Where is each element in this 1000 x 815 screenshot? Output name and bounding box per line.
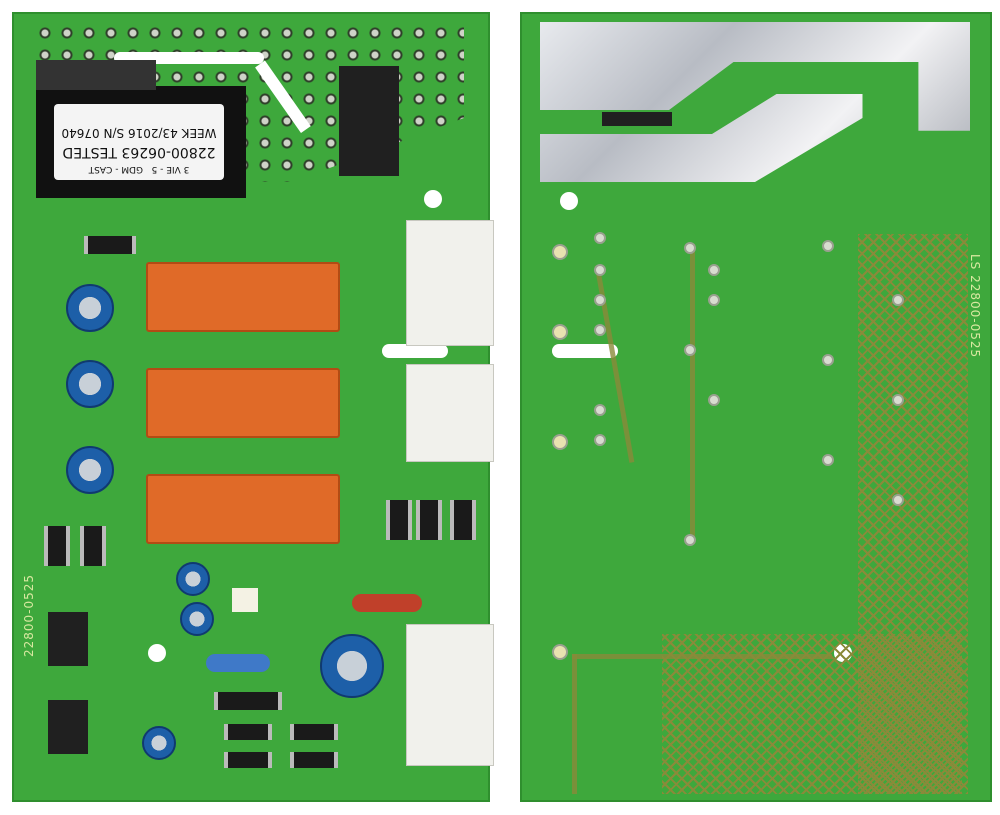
label-line1: 3 VIE - 5 xyxy=(151,164,190,174)
solder-joint xyxy=(594,434,606,446)
diode xyxy=(290,752,338,768)
diode xyxy=(80,526,106,566)
diode xyxy=(224,752,272,768)
solder-joint xyxy=(822,240,834,252)
silkscreen-text: 22800-0525 xyxy=(22,574,36,658)
solder-joint xyxy=(708,394,720,406)
solder-joint xyxy=(892,394,904,406)
solder-joint xyxy=(822,454,834,466)
pcb-slot xyxy=(552,344,618,358)
diode xyxy=(416,500,442,540)
solder-joint xyxy=(708,294,720,306)
relay xyxy=(146,262,340,332)
ic-chip xyxy=(48,612,88,666)
diode xyxy=(224,724,272,740)
solder-pad-area xyxy=(540,22,970,182)
component-black xyxy=(36,60,156,90)
trace xyxy=(690,244,695,544)
label-line1b: GDM - CAST xyxy=(88,164,143,174)
capacitor xyxy=(142,726,176,760)
diode xyxy=(84,236,136,254)
solder-joint xyxy=(684,242,696,254)
resistor xyxy=(206,654,270,672)
solder-joint xyxy=(594,294,606,306)
connector xyxy=(406,220,494,346)
solder-joint xyxy=(684,344,696,356)
solder-joint xyxy=(594,264,606,276)
capacitor xyxy=(66,446,114,494)
connector xyxy=(406,364,494,462)
transformer-block: 3 VIE - 5 GDM - CAST 22800-06263 TESTED … xyxy=(36,86,246,198)
pcb-component-side: 3 VIE - 5 GDM - CAST 22800-06263 TESTED … xyxy=(12,12,494,802)
connector xyxy=(406,624,494,766)
solder-joint xyxy=(552,434,568,450)
diode xyxy=(290,724,338,740)
trace xyxy=(572,654,577,794)
solder-joint xyxy=(892,294,904,306)
solder-joint xyxy=(594,232,606,244)
solder-joint xyxy=(594,404,606,416)
label-line2: 22800-06263 TESTED xyxy=(62,144,216,160)
silkscreen-text: LS 22800-0525 xyxy=(968,254,982,359)
diode xyxy=(450,500,476,540)
solder-joint xyxy=(594,324,606,336)
component-label: 3 VIE - 5 GDM - CAST 22800-06263 TESTED … xyxy=(54,104,224,180)
resistor xyxy=(352,594,422,612)
diode xyxy=(214,692,282,710)
solder-joint xyxy=(552,324,568,340)
label-line3: WEEK 43/2016 S/N 07640 xyxy=(61,126,217,140)
optocoupler xyxy=(232,588,258,612)
solder-joint xyxy=(892,494,904,506)
capacitor xyxy=(180,602,214,636)
diode xyxy=(386,500,412,540)
solder-joint xyxy=(708,264,720,276)
mounting-hole xyxy=(148,644,166,662)
capacitor xyxy=(176,562,210,596)
pin-header xyxy=(339,66,399,176)
solder-joint xyxy=(552,644,568,660)
solder-joint xyxy=(684,534,696,546)
capacitor xyxy=(66,360,114,408)
relay xyxy=(146,368,340,438)
mounting-hole xyxy=(424,190,442,208)
capacitor xyxy=(320,634,384,698)
solder-joint xyxy=(822,354,834,366)
pcb-solder-side: LS 22800-0525 xyxy=(520,12,992,802)
smd-component xyxy=(602,112,672,126)
pcb-slot xyxy=(382,344,448,358)
mounting-hole xyxy=(560,192,578,210)
ground-plane-mesh xyxy=(662,634,962,794)
relay xyxy=(146,474,340,544)
diode xyxy=(44,526,70,566)
capacitor xyxy=(66,284,114,332)
solder-joint xyxy=(552,244,568,260)
trace xyxy=(572,654,832,659)
ic-chip xyxy=(48,700,88,754)
